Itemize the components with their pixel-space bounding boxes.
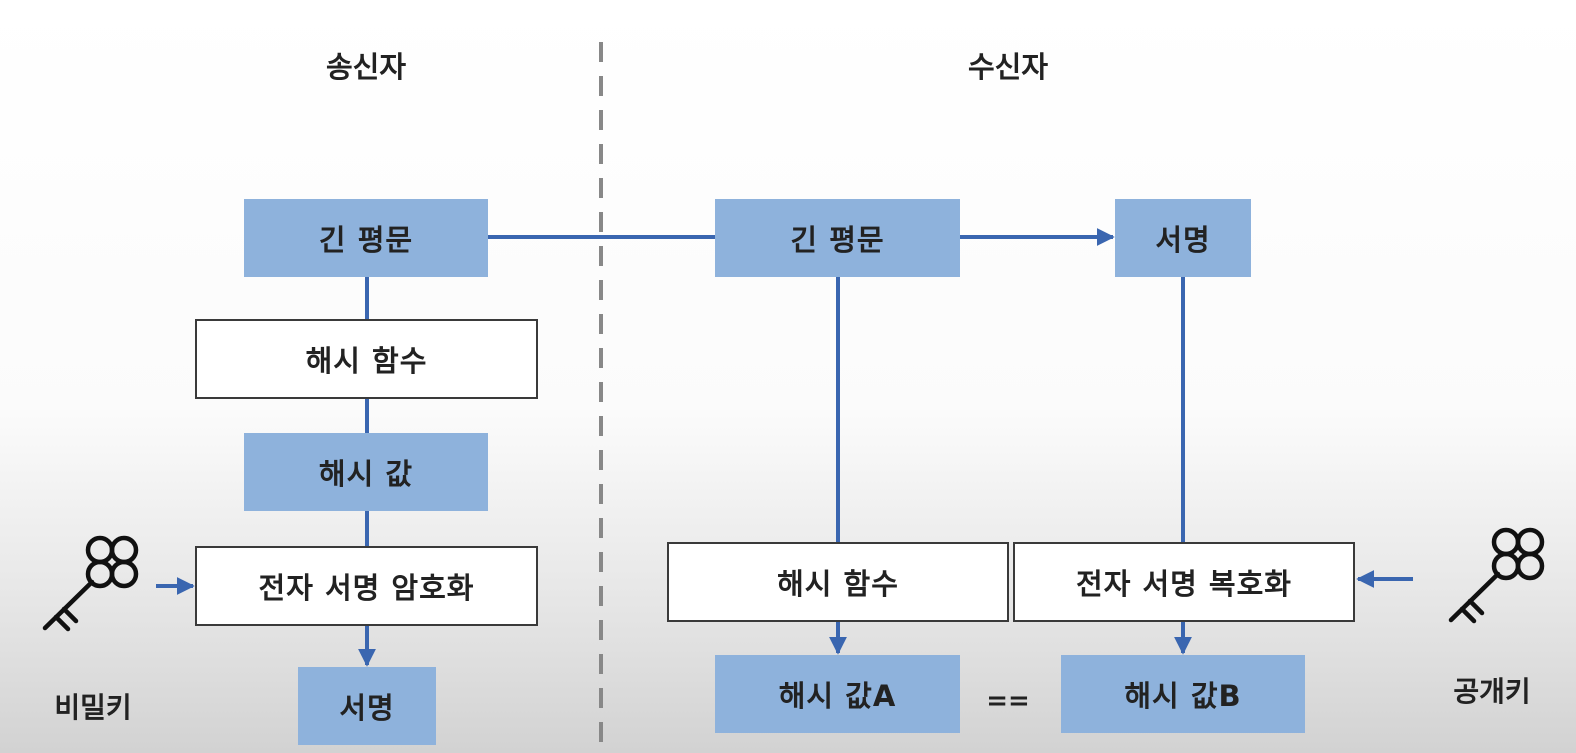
receiver-hash-function-box: 해시 함수 [667,542,1009,622]
key-icon [42,535,139,632]
key-icon [1448,527,1545,624]
sender-signature-box: 서명 [298,667,436,745]
secret-key-label: 비밀키 [54,691,132,724]
equals-sign: == [986,686,1030,716]
sender-hash-value-box: 해시 값 [244,433,488,511]
receiver-hash-b-box: 해시 값B [1061,655,1305,733]
sender-encrypt-box: 전자 서명 암호화 [195,546,538,626]
sender-hash-function-box: 해시 함수 [195,319,538,399]
receiver-hash-a-box: 해시 값A [715,655,960,733]
receiver-signature-box: 서명 [1115,199,1251,277]
sender-plaintext-box: 긴 평문 [244,199,488,277]
sender-header: 송신자 [325,50,407,84]
receiver-decrypt-box: 전자 서명 복호화 [1013,542,1355,622]
receiver-header: 수신자 [967,50,1049,84]
receiver-plaintext-box: 긴 평문 [715,199,960,277]
public-key-label: 공개키 [1453,675,1531,708]
